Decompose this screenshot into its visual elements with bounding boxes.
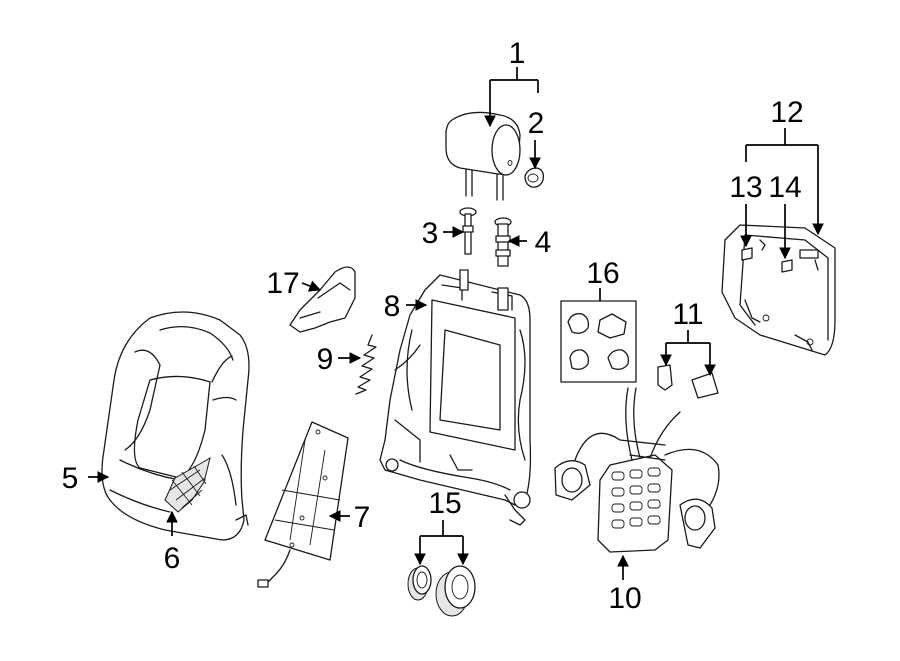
- bracket-17: [289, 266, 356, 333]
- callout-16: 16: [586, 257, 619, 290]
- callout-7: 7: [354, 501, 371, 534]
- seat-back-frame: [379, 269, 532, 526]
- seat-back-cover: [101, 311, 250, 541]
- callout-3: 3: [422, 217, 439, 250]
- callout-13: 13: [729, 171, 762, 204]
- headrest: [445, 111, 521, 201]
- grommets-15: [407, 565, 476, 617]
- callout-10: 10: [608, 582, 641, 615]
- callout-14: 14: [768, 171, 801, 204]
- callout-4: 4: [535, 226, 552, 259]
- callout-labels: 1 2 3 4 5 6 7 8 9 10 11 12 13 14 15 16 1…: [62, 37, 804, 615]
- callout-15: 15: [428, 487, 461, 520]
- guide-sleeve-left: [459, 207, 477, 255]
- guide-sleeve-right: [494, 217, 512, 267]
- callout-5: 5: [62, 462, 79, 495]
- callout-2: 2: [528, 107, 545, 140]
- callout-17: 17: [266, 267, 299, 300]
- callout-6: 6: [164, 542, 181, 575]
- clip-kit-16: [560, 300, 637, 383]
- callout-12: 12: [770, 96, 803, 129]
- leaders: [88, 67, 824, 580]
- callout-8: 8: [384, 290, 401, 323]
- callout-9: 9: [317, 343, 334, 376]
- rear-back-panel: [721, 224, 836, 356]
- heater-pad: [164, 456, 211, 513]
- guide-cap: [524, 167, 545, 188]
- lumbar-support: [554, 387, 720, 553]
- clips-11: [657, 364, 719, 399]
- callout-1: 1: [509, 37, 526, 70]
- heater-element: [257, 421, 349, 588]
- callout-11: 11: [672, 298, 703, 331]
- spring: [355, 334, 377, 395]
